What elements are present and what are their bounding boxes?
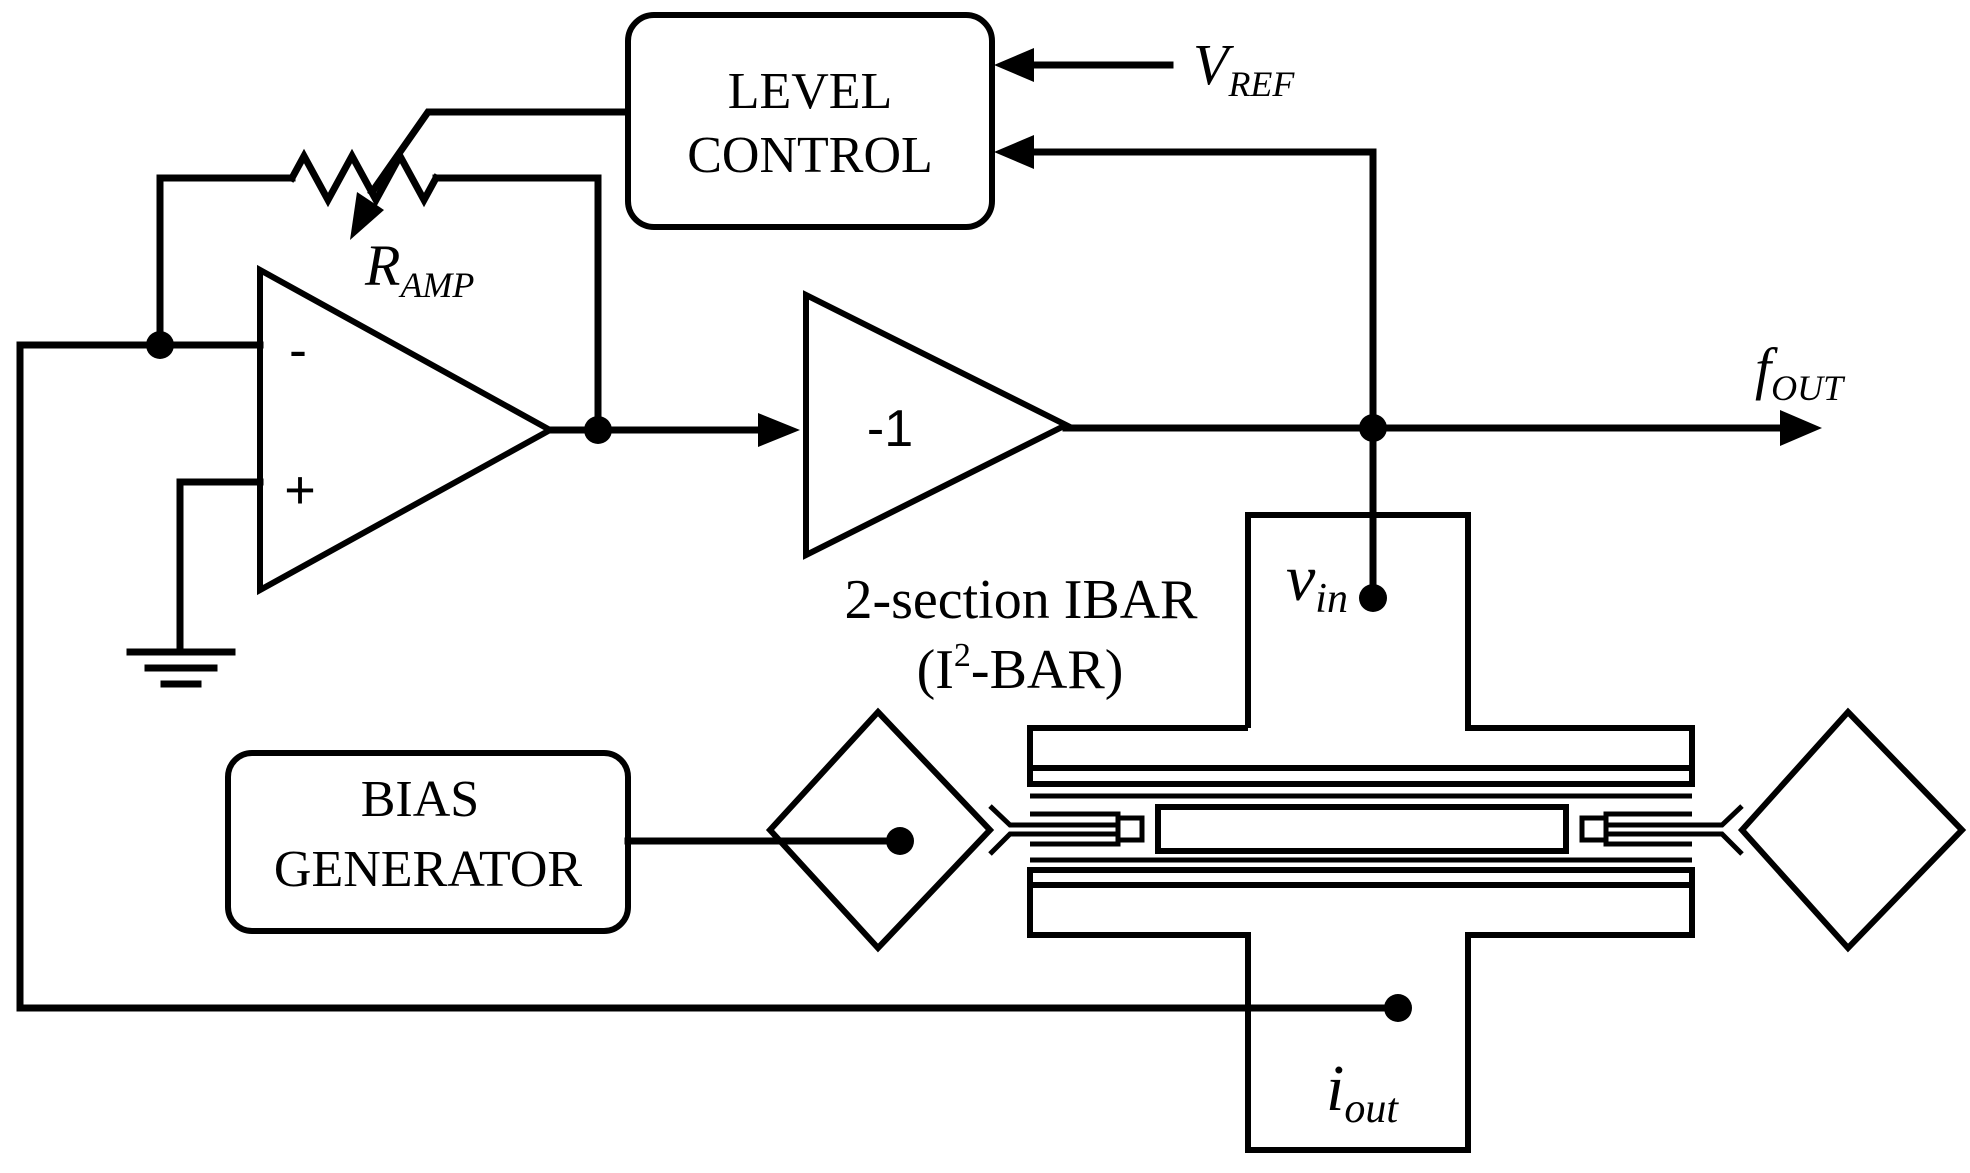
vin-label: vin: [1286, 542, 1348, 622]
vref-label: VREF: [1193, 32, 1295, 104]
vref-input: VREF: [994, 32, 1295, 104]
inverter-amplifier: -1: [803, 290, 1073, 560]
inverting-input-wire: [16, 331, 264, 359]
level-sense-wire: [994, 135, 1377, 432]
opamp-minus-sign: -: [289, 320, 307, 380]
bias-generator-label-line1: BIAS: [361, 771, 479, 828]
inverting-node-dot: [146, 331, 174, 359]
bias-node-dot: [886, 827, 914, 855]
opamp: - +: [257, 264, 557, 596]
resonator-label-line2: (I2-BAR): [917, 637, 1124, 701]
bias-generator-block: BIAS GENERATOR: [225, 750, 631, 934]
output-wire: fOUT: [1062, 336, 1846, 446]
vin-node-dot: [1359, 584, 1387, 612]
variable-resistor-ramp: RAMP: [156, 108, 630, 432]
iout-label: iout: [1326, 1052, 1399, 1132]
ground-connection: [126, 478, 264, 688]
opamp-plus-sign: +: [284, 460, 316, 520]
inverter-label: -1: [867, 400, 913, 458]
vin-drive-wire: vin: [1286, 424, 1387, 622]
resonator-label-line1: 2-section IBAR: [844, 569, 1198, 631]
level-control-label-line2: CONTROL: [687, 127, 933, 184]
level-control-label-line1: LEVEL: [728, 63, 893, 120]
level-control-block: LEVEL CONTROL: [625, 12, 995, 230]
fout-label: fOUT: [1755, 336, 1846, 408]
iout-node-dot: [1384, 994, 1412, 1022]
bias-generator-label-line2: GENERATOR: [274, 841, 582, 898]
bias-wire: [624, 827, 914, 855]
iout-feedback-wire: iout: [16, 341, 1412, 1132]
ibar-resonator: 2-section IBAR (I2-BAR): [765, 512, 1967, 1153]
opamp-output-wire: [546, 413, 800, 447]
opamp-output-node-dot: [584, 416, 612, 444]
ramp-label: RAMP: [364, 233, 474, 305]
